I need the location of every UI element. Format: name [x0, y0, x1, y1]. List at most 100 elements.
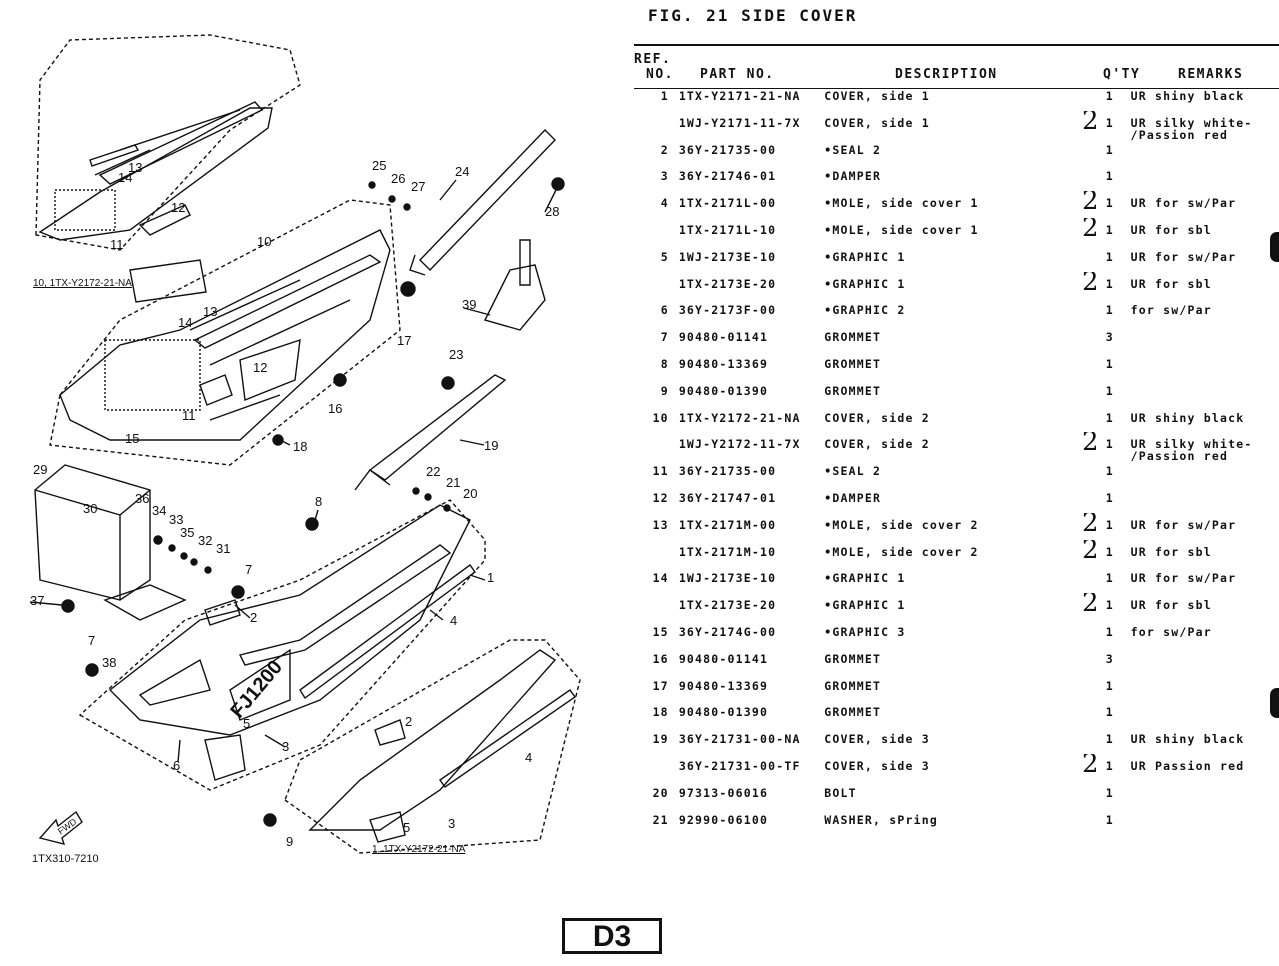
- header-remarks: REMARKS: [1178, 67, 1244, 82]
- callout: 13: [203, 304, 217, 319]
- description-cell: WASHER, sPring: [824, 813, 939, 827]
- remarks-cell: [1131, 331, 1279, 358]
- remarks-cell: for sw/Par: [1130, 304, 1212, 318]
- quantity-cell: 1: [1105, 277, 1114, 291]
- handwritten-note: 2: [1081, 110, 1100, 136]
- part-number-cell: 1WJ-Y2172-11-7X: [678, 438, 801, 452]
- description-cell: •MOLE, side cover 2: [824, 518, 979, 532]
- cover-side-1: [108, 504, 471, 736]
- ref-cell: 17: [652, 679, 669, 693]
- part-number-cell: 1TX-2173E-20: [678, 277, 777, 291]
- remarks-cell: UR for sw/Par: [1130, 572, 1237, 586]
- callout: 5: [403, 820, 410, 835]
- part-number-cell: 92990-06100: [678, 813, 769, 827]
- remarks-cell: UR silky white- /Passion red: [1130, 116, 1253, 142]
- remarks-cell: UR shiny black: [1130, 90, 1245, 103]
- remarks-cell: UR for sbl: [1130, 545, 1212, 559]
- inset-frame-bottom: [284, 639, 581, 854]
- callout: 34: [152, 503, 166, 518]
- callout: 4: [525, 750, 532, 765]
- ref-cell: 2: [660, 143, 669, 157]
- callout: 10: [257, 234, 271, 249]
- inset-label-top: 10, 1TX-Y2172-21-NA: [33, 278, 132, 289]
- part-number-cell: 1TX-Y2171-21-NA: [678, 90, 801, 103]
- brand-graphic: FJ1200: [227, 656, 287, 722]
- ref-cell: 9: [660, 384, 669, 398]
- description-cell: •DAMPER: [824, 170, 882, 184]
- exploded-parts-diagram: 1 2 2 3 3 4 4 5 5 6 7 7 8 9 10 11 11 12 …: [29, 34, 581, 865]
- ref-cell: 4: [660, 197, 669, 211]
- part-number-cell: 1WJ-Y2171-11-7X: [678, 116, 801, 130]
- header-no: NO.: [646, 67, 674, 82]
- handwritten-note: [1022, 566, 1106, 593]
- quantity-cell: 1: [1105, 465, 1114, 479]
- ref-cell: 21: [652, 813, 669, 827]
- ref-cell: [634, 117, 679, 144]
- callout: 17: [397, 333, 411, 348]
- callout: 36: [135, 491, 149, 506]
- remarks-cell: UR shiny black: [1130, 733, 1245, 747]
- handwritten-note: [1022, 298, 1106, 325]
- remarks-cell: for sw/Par: [1130, 625, 1212, 639]
- handwritten-note: [1022, 245, 1106, 272]
- remarks-cell: [1131, 787, 1279, 814]
- description-cell: •SEAL 2: [824, 143, 882, 157]
- description-cell: •MOLE, side cover 1: [824, 223, 979, 237]
- callout: 37: [30, 593, 44, 608]
- description-cell: •GRAPHIC 1: [824, 250, 906, 264]
- callout: 7: [88, 633, 95, 648]
- callout: 18: [293, 439, 307, 454]
- callout: 6: [173, 758, 180, 773]
- bracket: [483, 264, 546, 331]
- quantity-cell: 1: [1105, 411, 1114, 425]
- description-cell: •MOLE, side cover 2: [824, 545, 979, 559]
- part-number-cell: 90480-01141: [678, 652, 769, 666]
- callout: 11: [110, 237, 124, 252]
- quantity-cell: 1: [1105, 170, 1114, 184]
- part-number-cell: 1TX-2171L-00: [678, 197, 777, 211]
- handwritten-note: 2: [1081, 539, 1100, 565]
- callout: 38: [102, 655, 116, 670]
- quantity-cell: 1: [1105, 143, 1114, 157]
- part-number-cell: 36Y-2174G-00: [678, 625, 777, 639]
- ref-cell: 11: [652, 465, 669, 479]
- handwritten-note: 2: [1081, 512, 1100, 538]
- description-cell: •GRAPHIC 3: [824, 625, 906, 639]
- ref-cell: 14: [652, 572, 669, 586]
- description-cell: BOLT: [824, 786, 857, 800]
- description-cell: GROMMET: [824, 357, 882, 371]
- quantity-cell: 1: [1105, 599, 1114, 613]
- description-cell: •MOLE, side cover 1: [824, 197, 979, 211]
- binding-hole: [1270, 688, 1279, 718]
- handwritten-note: 2: [1081, 191, 1100, 217]
- part-number-cell: 1WJ-2173E-10: [678, 250, 777, 264]
- ref-cell: [634, 599, 679, 626]
- header-part-no: PART NO.: [700, 67, 775, 82]
- quantity-cell: 1: [1105, 491, 1114, 505]
- ref-cell: 20: [652, 786, 669, 800]
- quantity-cell: 1: [1105, 813, 1114, 827]
- description-cell: COVER, side 1: [824, 90, 930, 103]
- handwritten-note: [1022, 620, 1106, 647]
- inset-label-bottom: 1, 1TX-Y2172-21-NA: [372, 844, 466, 855]
- callout: 14: [118, 170, 132, 185]
- ref-cell: 3: [660, 170, 669, 184]
- handwritten-note: [1022, 379, 1106, 406]
- quantity-cell: 1: [1105, 759, 1114, 773]
- part-number-cell: 1TX-2171M-10: [678, 545, 777, 559]
- binding-hole: [1270, 232, 1279, 262]
- quantity-cell: 1: [1105, 250, 1114, 264]
- part-number-cell: 1TX-Y2172-21-NA: [678, 411, 801, 425]
- handwritten-note: 2: [1081, 271, 1100, 297]
- callout: 11: [182, 408, 196, 423]
- callout: 21: [446, 475, 460, 490]
- part-number-cell: 90480-01141: [678, 331, 769, 345]
- handwritten-note: 2: [1081, 593, 1100, 619]
